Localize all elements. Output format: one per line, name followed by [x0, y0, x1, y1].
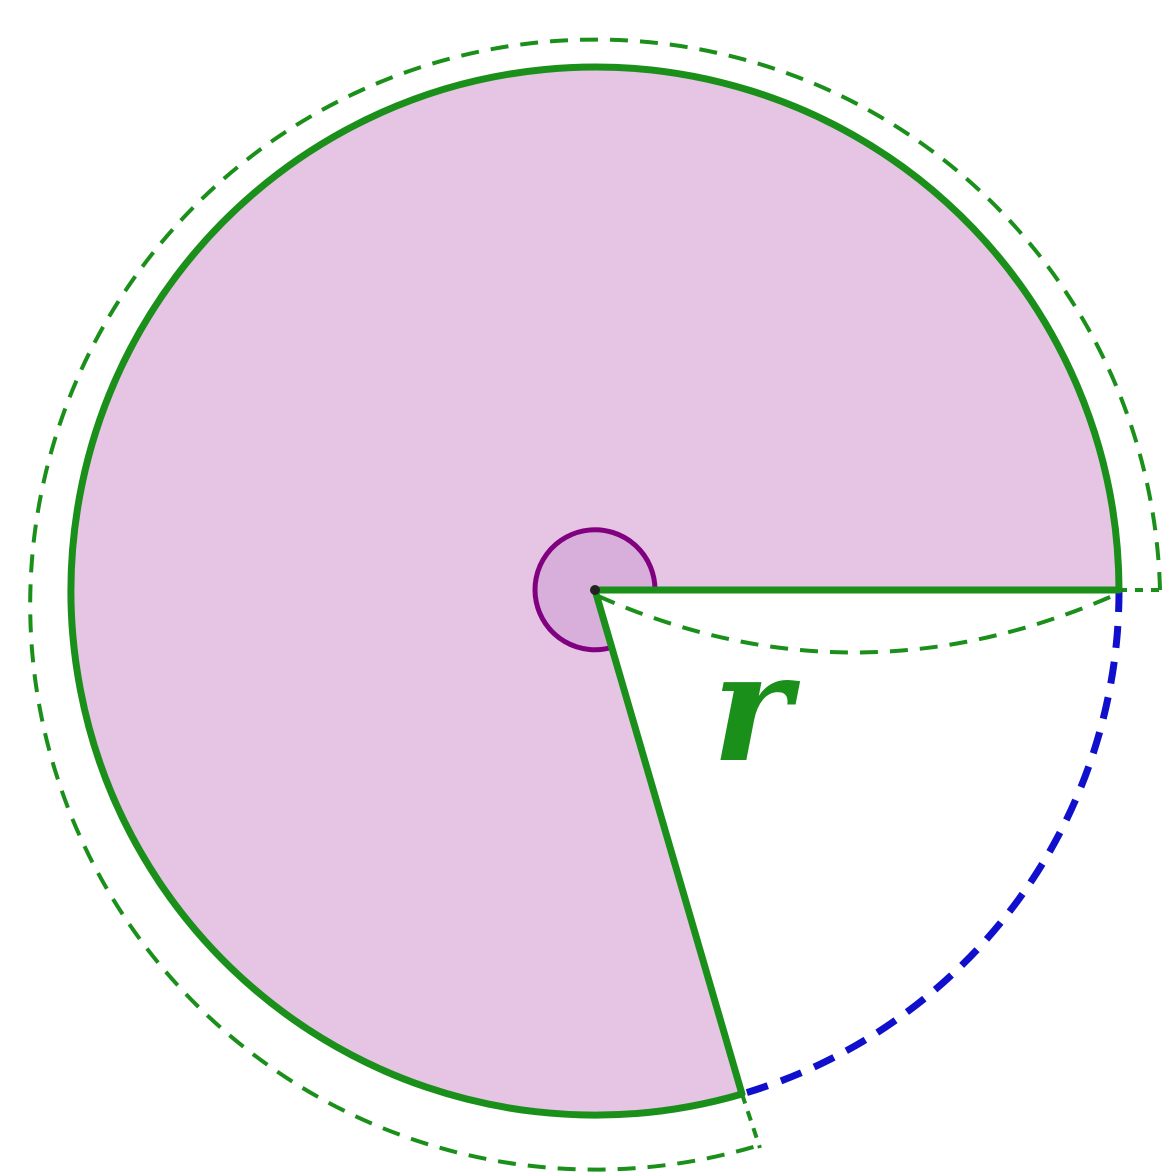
radius-lower	[591, 586, 746, 1098]
major-arc-outline	[67, 63, 1123, 1119]
radius-label: r	[712, 620, 801, 796]
missing-arc	[741, 589, 1123, 1098]
center-point	[590, 585, 600, 595]
outer-dashed-arc	[28, 37, 1162, 1172]
lower-dashed-tick	[740, 1093, 762, 1149]
inner-dashed-arc	[597, 592, 1118, 655]
angle-marker-arc	[532, 527, 658, 653]
